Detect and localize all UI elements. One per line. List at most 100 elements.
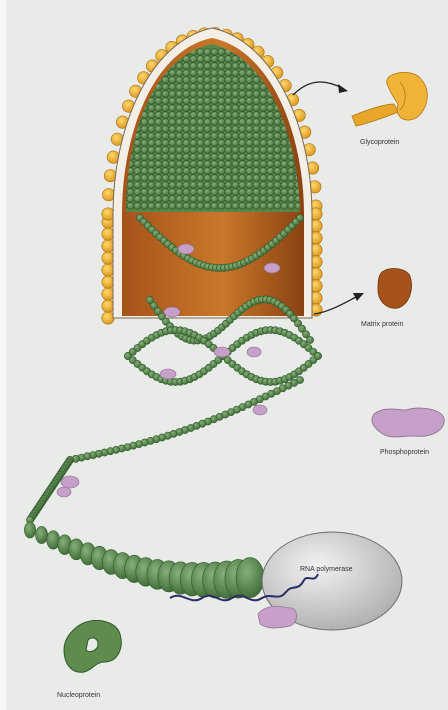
nucleocapsid-bead (253, 91, 260, 98)
nucleocapsid-bead (162, 168, 169, 175)
nucleocapsid-bead (225, 154, 232, 161)
nucleocapsid-bead (162, 77, 169, 84)
glycoprotein-bead (102, 276, 114, 288)
nucleocapsid-bead (141, 119, 148, 126)
nucleocapsid-bead (232, 77, 239, 84)
nucleocapsid-bead (204, 49, 211, 56)
nucleocapsid-bead (197, 98, 204, 105)
nucleocapsid-bead (302, 98, 309, 105)
nucleocapsid-bead (239, 168, 246, 175)
nucleocapsid-bead (225, 203, 232, 210)
nucleocapsid-bead (274, 140, 281, 147)
nucleocapsid-bead (246, 161, 253, 168)
nucleocapsid-bead (267, 154, 274, 161)
nucleocapsid-bead (155, 119, 162, 126)
nucleocapsid-bead (267, 182, 274, 189)
nucleocapsid-bead (183, 126, 190, 133)
nucleocapsid-bead (148, 133, 155, 140)
nucleocapsid-bead (225, 175, 232, 182)
nucleocapsid-bead (260, 112, 267, 119)
nucleocapsid-bead (253, 168, 260, 175)
nucleocapsid-bead (127, 56, 134, 63)
nucleocapsid-bead (288, 189, 295, 196)
glycoprotein-bead (102, 228, 114, 240)
nucleocapsid-bead (218, 112, 225, 119)
nucleocapsid-bead (274, 133, 281, 140)
nucleocapsid-bead (169, 70, 176, 77)
nucleocapsid-bead (218, 161, 225, 168)
nucleocapsid-bead (225, 147, 232, 154)
nucleocapsid-bead (169, 112, 176, 119)
nucleocapsid-bead (148, 161, 155, 168)
nucleocapsid-bead (183, 63, 190, 70)
nucleocapsid-bead (281, 140, 288, 147)
nucleocapsid-bead (211, 203, 218, 210)
nucleocapsid-bead (148, 168, 155, 175)
nucleocapsid-bead (246, 154, 253, 161)
nucleocapsid-bead (267, 112, 274, 119)
nucleocapsid-bead (134, 154, 141, 161)
nucleocapsid-bead (218, 70, 225, 77)
nucleocapsid-bead (141, 161, 148, 168)
nucleocapsid-bead (260, 175, 267, 182)
nucleocapsid-bead (169, 133, 176, 140)
nucleocapsid-bead (288, 203, 295, 210)
nucleocapsid-bead (197, 203, 204, 210)
nucleocapsid-bead (239, 98, 246, 105)
nucleocapsid-bead (253, 140, 260, 147)
nucleocapsid-bead (267, 196, 274, 203)
nucleocapsid-bead (204, 189, 211, 196)
glycoprotein-label: Glycoprotein (360, 139, 399, 146)
nucleocapsid-bead (260, 105, 267, 112)
nucleocapsid-bead (204, 112, 211, 119)
nucleocapsid-bead (148, 112, 155, 119)
nucleocapsid-bead (169, 175, 176, 182)
nucleocapsid-bead (190, 203, 197, 210)
nucleocapsid-bead (176, 182, 183, 189)
nucleocapsid-loop-bead (296, 214, 303, 221)
nucleocapsid-bead (274, 175, 281, 182)
nucleocapsid-bead (302, 77, 309, 84)
nucleocapsid-bead (260, 140, 267, 147)
nucleocapsid-bead (190, 161, 197, 168)
nucleocapsid-bead (134, 49, 141, 56)
phosphoprotein-label: Phosphoprotein (380, 449, 429, 456)
glycoprotein-arrow (293, 82, 342, 95)
nucleocapsid-bead (176, 63, 183, 70)
nucleocapsid-bead (211, 105, 218, 112)
nucleocapsid-bead (162, 91, 169, 98)
nucleocapsid-bead (260, 196, 267, 203)
nucleocapsid-loop-bead (314, 352, 321, 359)
nucleocapsid-bead (232, 112, 239, 119)
nucleocapsid-bead (169, 84, 176, 91)
nucleocapsid-bead (127, 49, 134, 56)
nucleocapsid-bead (253, 161, 260, 168)
nucleocapsid-bead (134, 63, 141, 70)
nucleocapsid-bead (148, 154, 155, 161)
nucleocapsid-bead (162, 175, 169, 182)
nucleocapsid-bead (260, 189, 267, 196)
nucleocapsid-bead (232, 203, 239, 210)
nucleocapsid-bead (225, 126, 232, 133)
nucleocapsid-bead (239, 189, 246, 196)
nucleocapsid-bead (211, 49, 218, 56)
nucleocapsid-bead (148, 189, 155, 196)
nucleocapsid-bead (288, 56, 295, 63)
glycoprotein-bead (102, 264, 114, 276)
glycoprotein-bead (102, 288, 114, 300)
nucleocapsid-bead (232, 147, 239, 154)
nucleocapsid-bead (148, 140, 155, 147)
nucleocapsid-bead (197, 126, 204, 133)
nucleocapsid-bead (134, 161, 141, 168)
nucleocapsid-bead (253, 203, 260, 210)
nucleocapsid-bead (267, 175, 274, 182)
glycoprotein-icon (352, 72, 427, 126)
nucleocapsid-bead (260, 203, 267, 210)
nucleocapsid-bead (141, 154, 148, 161)
nucleocapsid-bead (162, 182, 169, 189)
nucleocapsid-bead (155, 105, 162, 112)
nucleocapsid-bead (246, 147, 253, 154)
nucleocapsid-bead (197, 84, 204, 91)
nucleocapsid-bead (190, 154, 197, 161)
nucleocapsid-bead (148, 147, 155, 154)
